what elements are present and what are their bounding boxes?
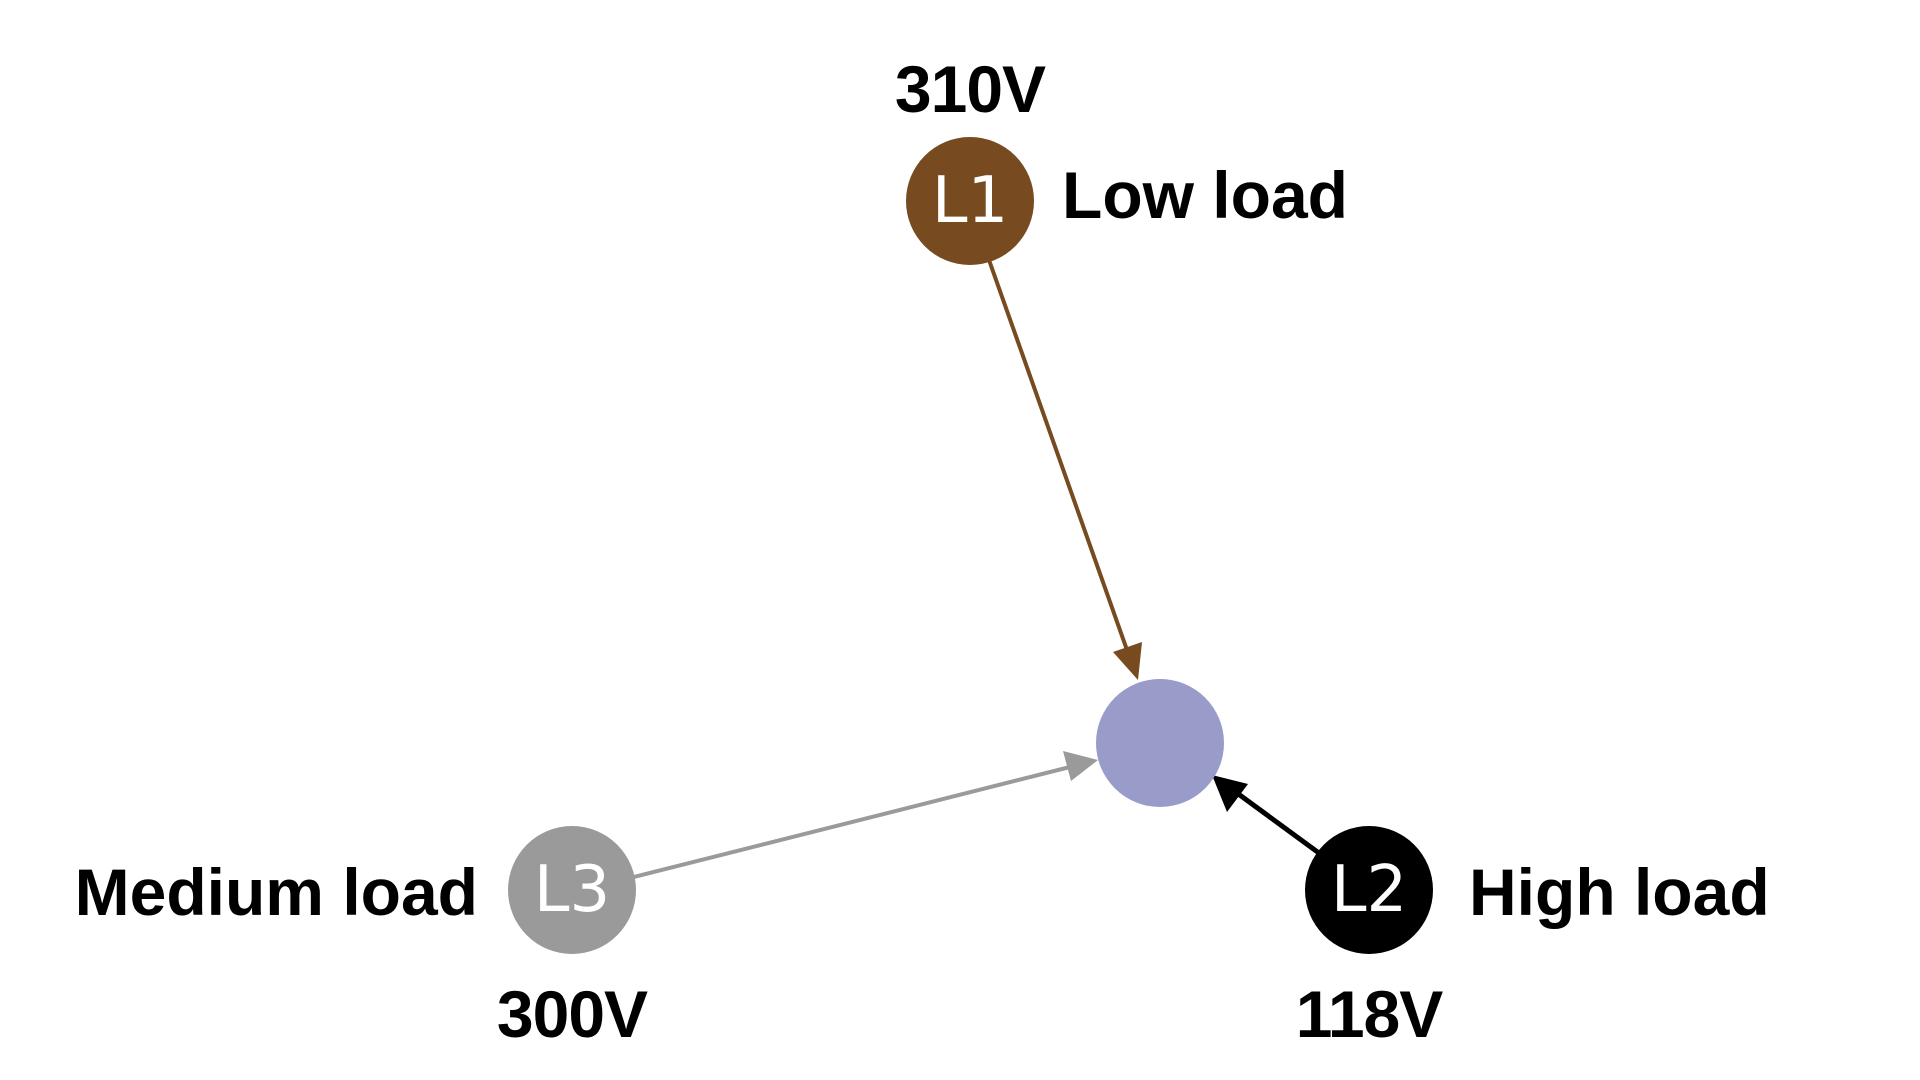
node-l2-voltage: 118V [1296,977,1443,1051]
node-l3-circle [508,826,636,954]
edge-l2-to-center [1235,790,1325,859]
node-l2-circle [1305,826,1433,954]
node-l2-id: L2 [1331,853,1407,927]
edge-l1-to-center [987,259,1129,651]
node-l3: L3 300V Medium load [75,826,649,1051]
arrowhead-l3 [1063,751,1098,781]
node-l2-load-label: High load [1469,855,1770,929]
node-l1-circle [906,137,1034,265]
node-l1-id: L1 [932,164,1008,238]
node-l1-voltage: 310V [895,52,1046,126]
arrowhead-l2 [1212,775,1248,812]
node-l1-load-label: Low load [1062,158,1348,232]
edge-l3-to-center [629,765,1071,880]
node-l1: L1 310V Low load [895,52,1348,265]
center-node [1096,679,1224,807]
node-l3-voltage: 300V [497,977,648,1051]
arrowhead-l1 [1113,642,1142,680]
node-l2: L2 118V High load [1296,826,1770,1051]
node-l3-load-label: Medium load [75,855,478,929]
node-l3-id: L3 [534,853,610,927]
edges [629,259,1325,880]
